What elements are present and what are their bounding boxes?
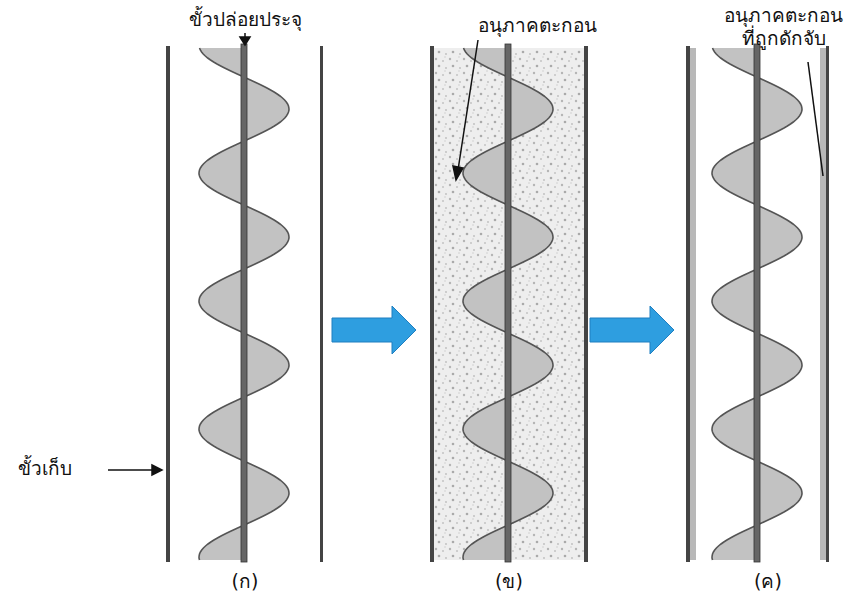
leader-line bbox=[458, 40, 478, 170]
collecting-plate bbox=[584, 46, 588, 562]
arrow-head bbox=[240, 37, 250, 45]
discharge-wire bbox=[241, 44, 247, 562]
collecting-plate bbox=[826, 46, 829, 562]
panel-label: (ก) bbox=[232, 570, 259, 593]
panel-label: (ข) bbox=[495, 570, 523, 593]
panel-label: (ค) bbox=[754, 570, 782, 593]
arrow-head bbox=[453, 166, 463, 180]
collecting-plate bbox=[166, 46, 170, 562]
process-arrow bbox=[590, 306, 674, 354]
trapped-dust bbox=[820, 48, 826, 560]
collecting-plate bbox=[430, 46, 434, 562]
trapped-dust bbox=[690, 48, 696, 560]
electrode-label: ขั้วปล่อยประจุ bbox=[189, 8, 302, 31]
discharge-wire bbox=[505, 44, 511, 562]
process-arrow bbox=[332, 306, 416, 354]
electrode-label: ขั้วเก็บ bbox=[18, 457, 72, 480]
leader-line bbox=[108, 469, 154, 471]
arrow-head bbox=[152, 465, 162, 475]
collecting-plate bbox=[686, 46, 690, 562]
collecting-plate bbox=[320, 46, 323, 562]
particle-label: อนุภาคตะกอน ที่ถูกดักจับ bbox=[716, 4, 851, 50]
particle-label: อนุภาคตะกอน bbox=[478, 14, 597, 37]
discharge-wire bbox=[754, 44, 760, 562]
leader-line bbox=[808, 62, 823, 176]
